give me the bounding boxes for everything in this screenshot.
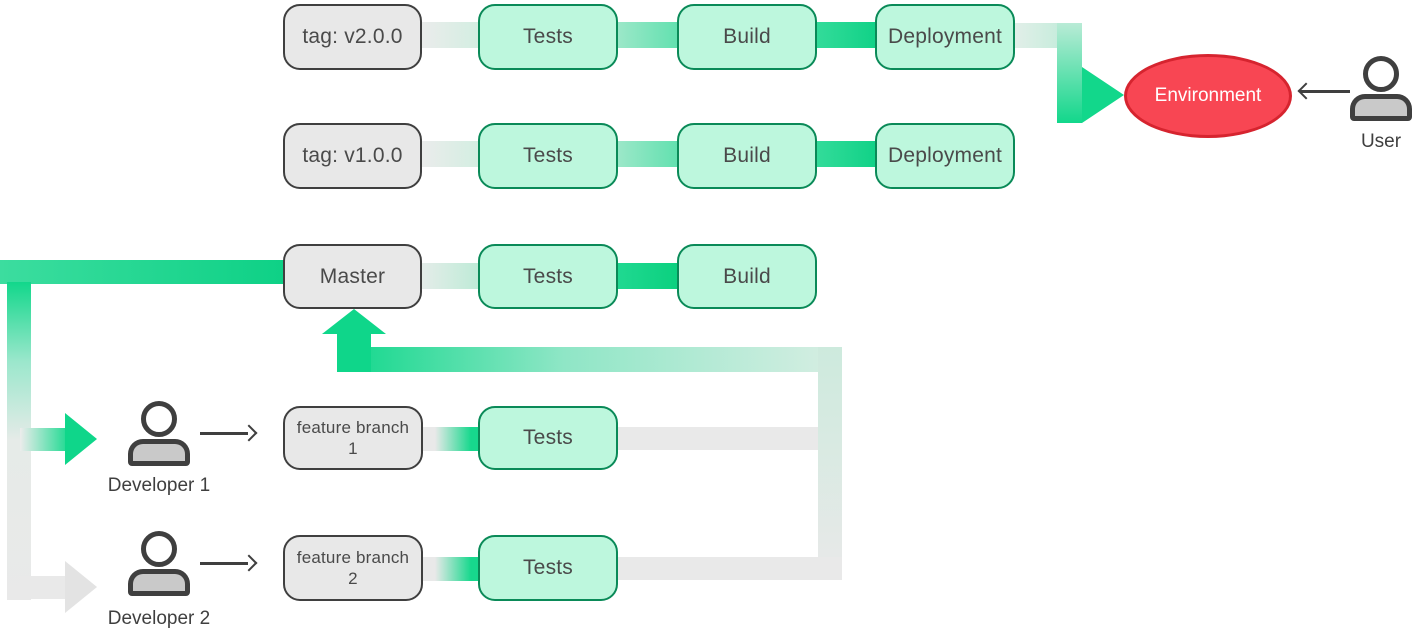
feature1-tests-out-bar [616,427,818,450]
developer2-to-feature2-arrow [200,562,248,565]
node-feature-branch-2: feature branch 2 [283,535,423,601]
master-merge-arrowhead-icon [322,309,386,334]
connector-master-tests [418,263,482,289]
developer2-arrow-chevron-icon [240,554,258,572]
node-master-tests: Tests [478,244,618,309]
feature-branch-1-line1: feature branch [296,417,410,437]
connector-feature2-tests [420,557,480,581]
node-tag-v1: tag: v1.0.0 [283,123,422,189]
merge-channel-bar-v [818,347,842,580]
developer1-icon [126,401,192,466]
connector-v2-tag-tests [418,22,482,48]
merge-to-master-bar-h [337,347,842,372]
developer1-to-feature1-arrow [200,432,248,435]
to-developer1-bar [20,428,65,451]
developer2-icon [126,531,192,596]
user-to-environment-arrow [1300,90,1350,93]
node-master-build: Build [677,244,817,309]
feature2-tests-out-bar [616,557,842,580]
user-icon [1349,56,1413,121]
node-v1-deployment: Deployment [875,123,1015,189]
node-v2-deployment: Deployment [875,4,1015,70]
developer1-label: Developer 1 [107,475,211,496]
to-developer2-bar [20,576,65,599]
environment-node: Environment [1124,54,1292,138]
node-v1-tests: Tests [478,123,618,189]
developer1-arrow-chevron-icon [240,424,258,442]
connector-v1-build-deployment [813,141,879,167]
user-torso-icon [1350,94,1412,121]
developer2-arrowhead-icon [65,561,97,613]
master-to-developers-bar-top [0,260,284,284]
connector-feature1-tests [420,427,480,451]
node-v1-build: Build [677,123,817,189]
deploy-to-environment-bar-v [1057,23,1082,123]
feature-branch-1-line2: 1 [348,439,358,458]
node-feature1-tests: Tests [478,406,618,470]
developer1-head-icon [141,401,177,437]
developer1-torso-icon [128,439,190,466]
feature-branch-2-line1: feature branch [296,547,410,567]
developer2-head-icon [141,531,177,567]
node-feature2-tests: Tests [478,535,618,601]
node-v2-tests: Tests [478,4,618,70]
connector-v1-tests-build [614,141,681,167]
developer2-label: Developer 2 [107,608,211,629]
environment-arrowhead-icon [1082,67,1124,123]
connector-v2-build-deployment [813,22,879,48]
node-master: Master [283,244,422,309]
connector-master-tests-build [614,263,681,289]
user-label: User [1360,131,1402,152]
node-feature-branch-1: feature branch 1 [283,406,423,470]
merge-to-master-arrow-body [337,331,371,372]
connector-v1-tag-tests [418,141,482,167]
user-head-icon [1363,56,1399,92]
feature-branch-2-line2: 2 [348,569,358,588]
node-v2-build: Build [677,4,817,70]
node-tag-v2: tag: v2.0.0 [283,4,422,70]
developer2-torso-icon [128,569,190,596]
user-arrow-chevron-icon [1297,82,1315,100]
developer1-arrowhead-icon [65,413,97,465]
connector-v2-tests-build [614,22,681,48]
